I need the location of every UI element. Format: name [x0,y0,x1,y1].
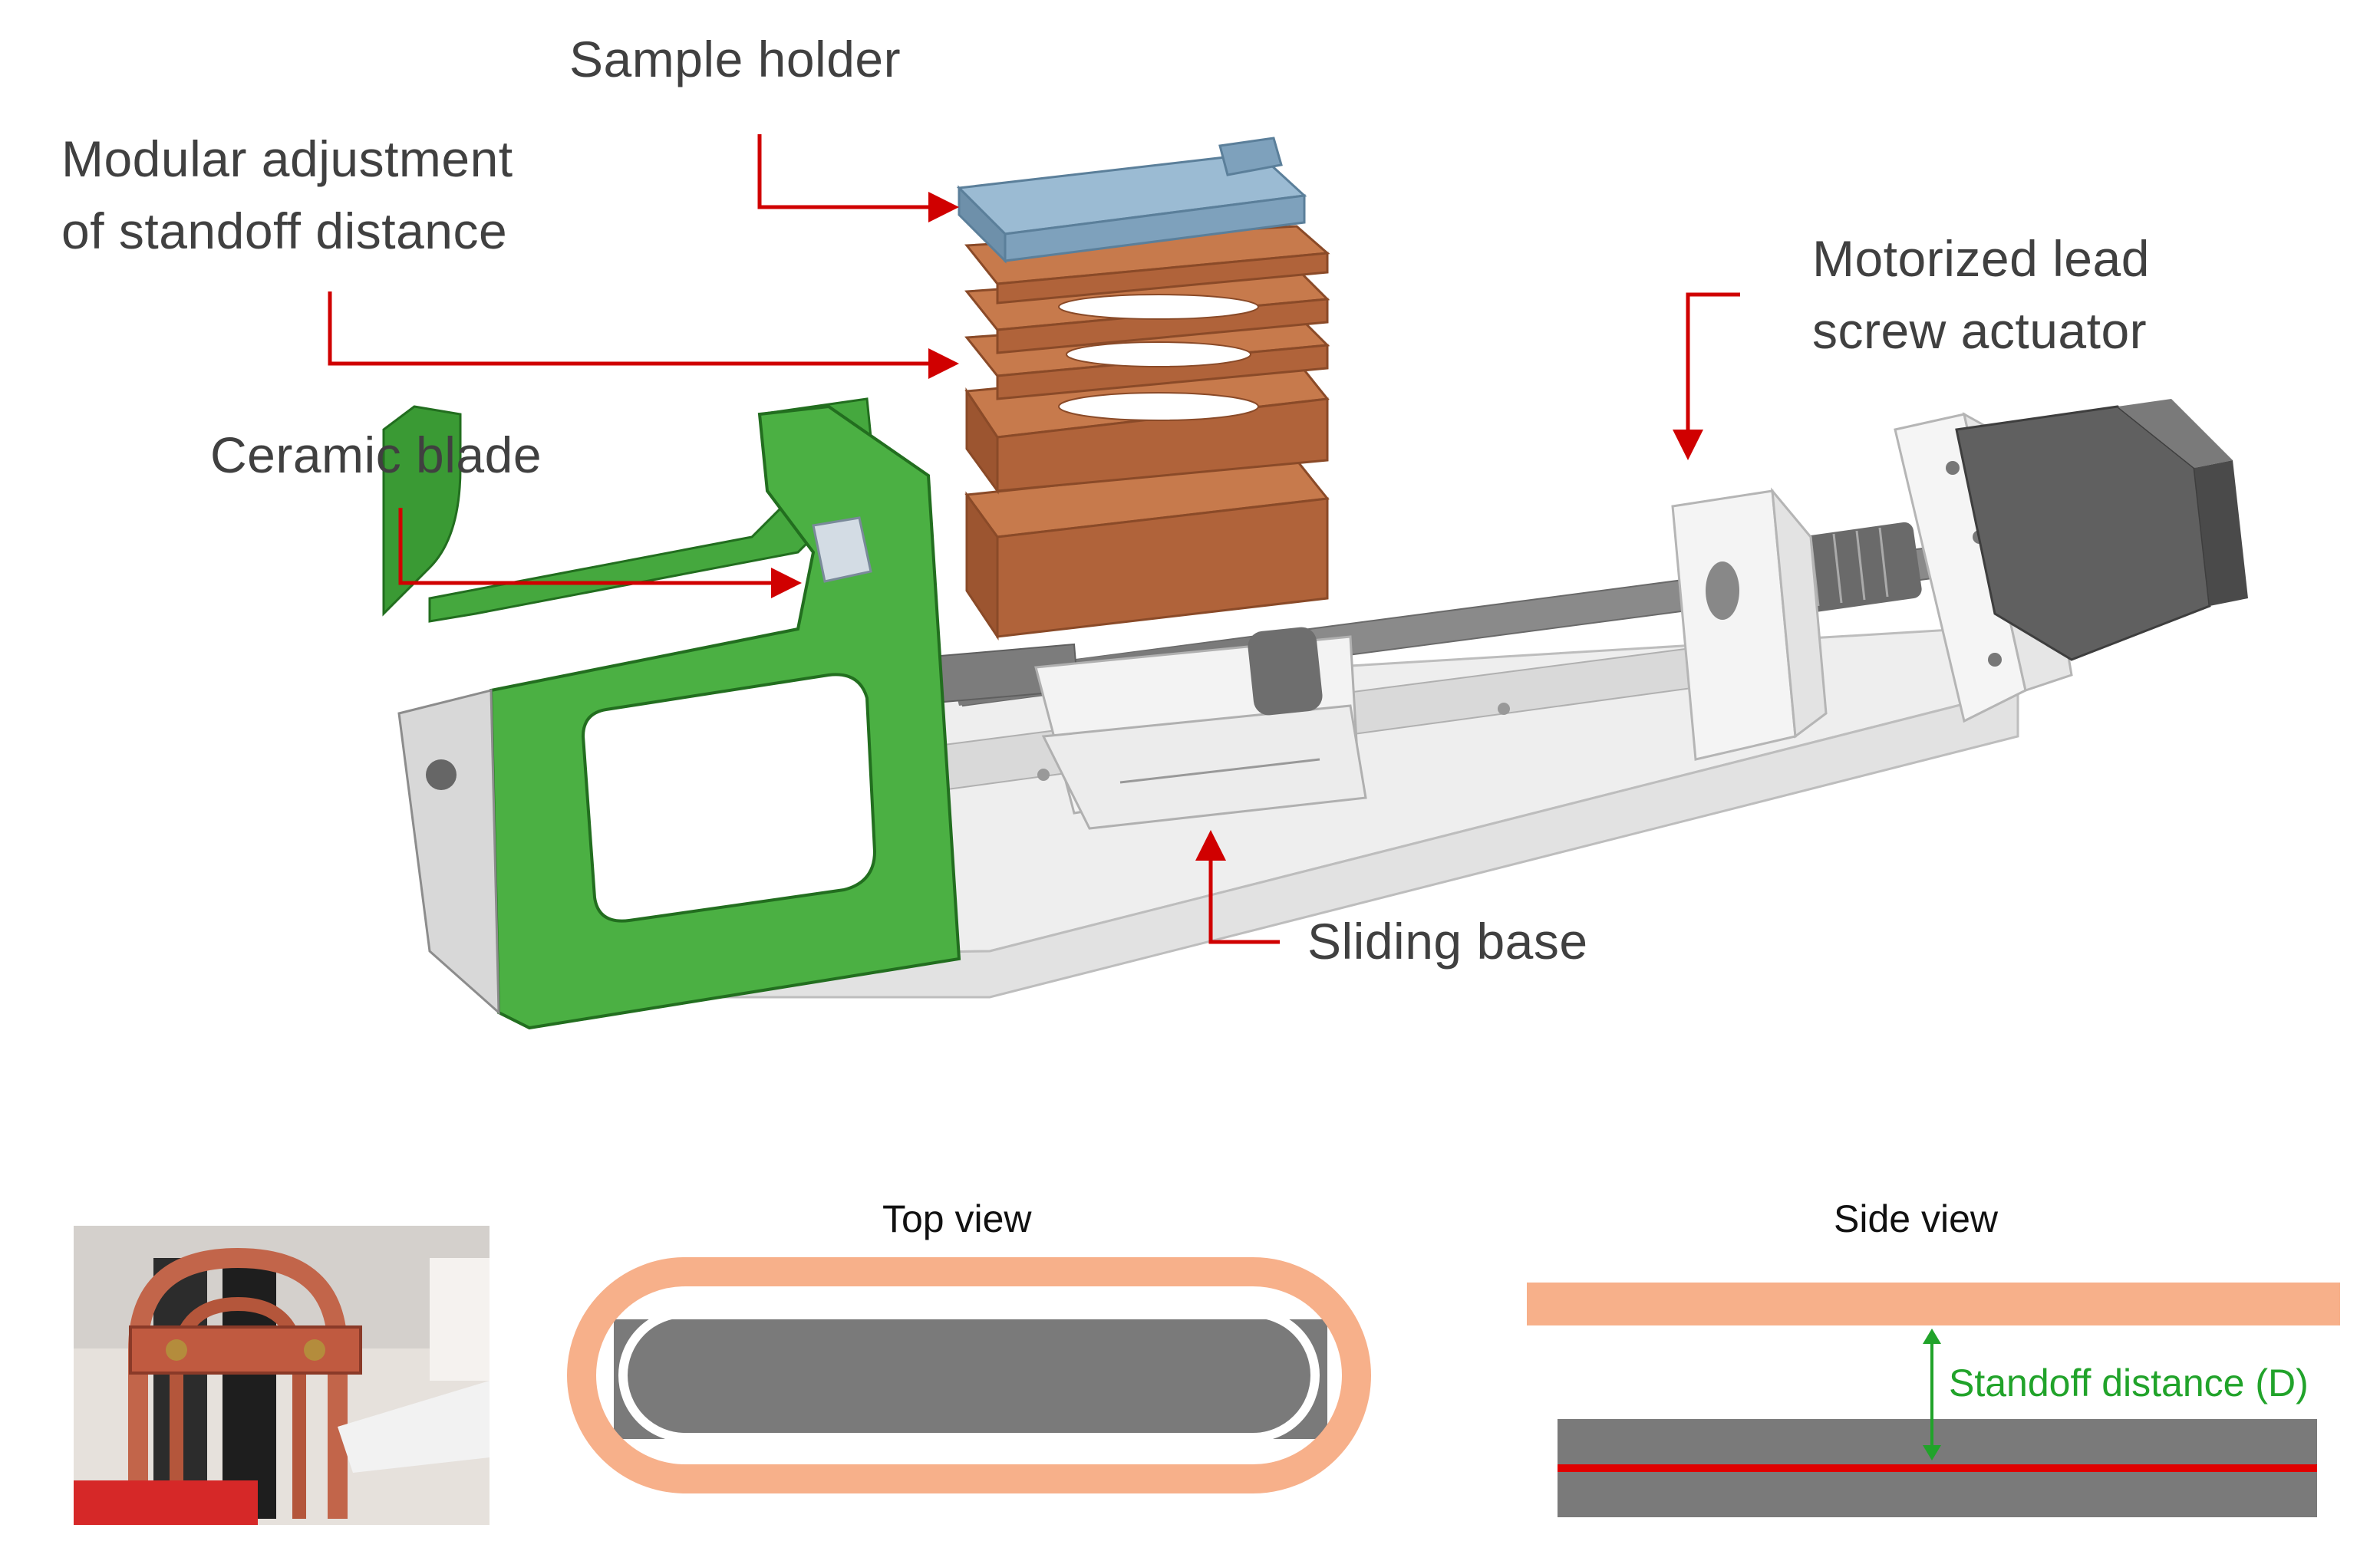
top-view-electrode-inner-gap [618,1309,1320,1442]
top-view-sample [614,1319,1327,1439]
sliding-base-arrow [1195,830,1280,944]
side-view-diagram [1527,1283,2340,1517]
side-view-electrode [1527,1283,2340,1325]
standoff-distance-label: Standoff distance (D) [1949,1362,2309,1404]
sample-holder-label: Sample holder [569,31,902,87]
ceramic-blade-label: Ceramic blade [210,426,542,483]
carriage [1034,627,1367,830]
bearing-block [1671,487,1828,761]
top-view-electrode-outer [567,1257,1371,1493]
sample-holder-arrow [757,134,959,222]
spacer-stack [964,225,1330,640]
modular-adjustment-label-line2: of standoff distance [61,203,508,259]
stepper-motor [1955,399,2248,661]
side-view-title: Side view [1834,1197,1998,1240]
ceramic-blade-arrow [398,508,802,598]
modular-adjustment-label-line1: Modular adjustment [61,130,513,187]
modular-adjustment-arrow [328,291,959,379]
motorized-actuator-label-line1: Motorized lead [1812,230,2150,287]
sliding-base-label: Sliding base [1307,913,1588,970]
top-view-title: Top view [882,1197,1032,1240]
top-view-diagram [567,1257,1371,1493]
setup-photo [74,1226,490,1525]
sample-holder [956,137,1307,264]
motorized-actuator-label-line2: screw actuator [1812,302,2148,359]
motorized-actuator-arrow [1673,292,1740,460]
blade-frame [382,397,961,1030]
